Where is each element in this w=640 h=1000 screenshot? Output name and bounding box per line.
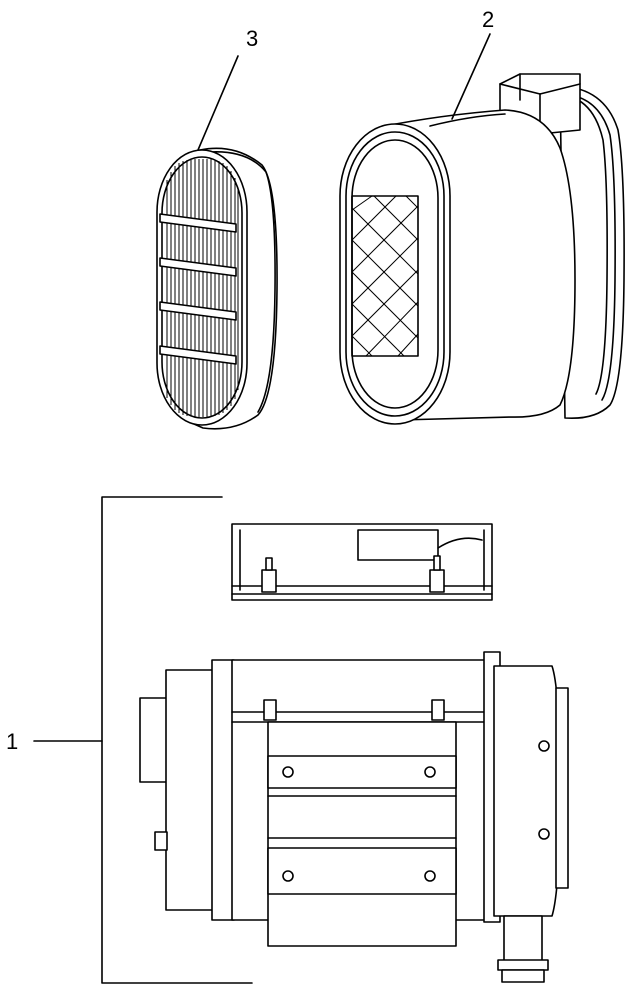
callout-2-leader: [451, 33, 491, 120]
assembly-cover: [231, 523, 493, 601]
air-cleaner-assembly: [33, 496, 569, 984]
filter-pleats: [166, 159, 239, 417]
assembly-housing: [139, 651, 569, 983]
callout-1: 1: [6, 729, 18, 754]
callout-3-leader: [197, 55, 239, 151]
inner-filter-element: [156, 147, 278, 430]
callout-3: 3: [246, 26, 258, 51]
callout-2: 2: [482, 7, 494, 32]
outer-filter-element: [339, 73, 625, 425]
assembly-bracket: [101, 496, 253, 984]
filter-bands: [159, 213, 237, 365]
filter-screen: [351, 195, 419, 357]
